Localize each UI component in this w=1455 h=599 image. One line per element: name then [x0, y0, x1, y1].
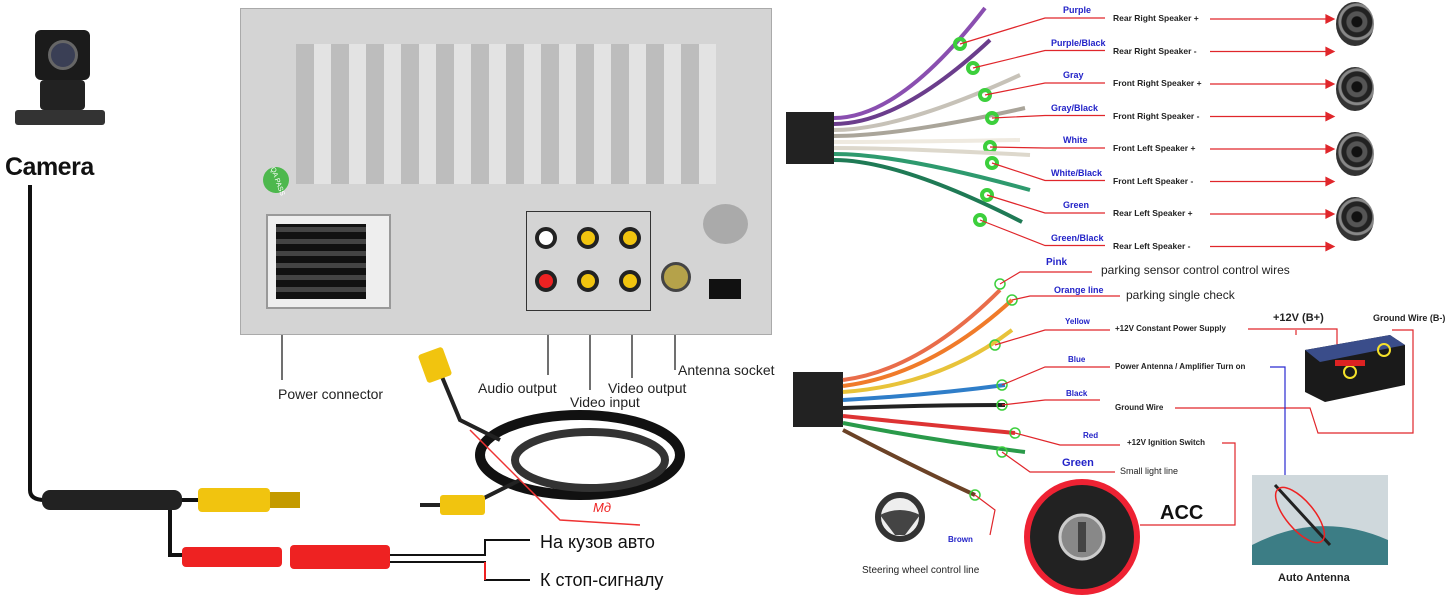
- auto-antenna-label: Auto Antenna: [1278, 572, 1350, 584]
- wire-function-label: Rear Right Speaker -: [1113, 45, 1197, 56]
- wire-function-brown: Steering wheel control line: [862, 565, 980, 576]
- battery-plus-label: +12V (B+): [1273, 312, 1324, 324]
- battery: [1305, 335, 1405, 402]
- wire-color-pink: Pink: [1046, 257, 1068, 268]
- wire-color-red: Red: [1083, 431, 1099, 440]
- arrow-head: [1325, 241, 1336, 252]
- wire-color-label: Green: [1063, 200, 1090, 210]
- rca-panel: [526, 211, 651, 311]
- speaker-harness-plug: [786, 112, 834, 164]
- wire-marker-ring: [953, 37, 967, 51]
- camera-label: Camera: [5, 153, 94, 181]
- red-power-connector-2: [290, 545, 390, 569]
- speaker-icon: [1336, 2, 1374, 46]
- arrow-head: [1325, 209, 1336, 219]
- extension-cable-coil: [475, 410, 685, 500]
- power-harness-plug: [793, 372, 843, 427]
- camera-image: [10, 25, 105, 145]
- callout-line: [989, 146, 1328, 150]
- video-input-label: Video input: [570, 394, 640, 410]
- wire-color-label: Purple: [1063, 5, 1092, 15]
- video-output-label: Video output: [608, 380, 687, 396]
- wire-color-yellow: Yellow: [1065, 317, 1090, 326]
- wire-color-label: Gray/Black: [1051, 102, 1099, 113]
- speaker-icon: [1336, 197, 1374, 241]
- arrow-head: [1325, 144, 1336, 154]
- wire-marker-ring: [985, 156, 999, 170]
- speaker-wire: [833, 73, 1021, 132]
- acc-label: ACC: [1160, 502, 1204, 524]
- wire-color-label: Gray: [1063, 70, 1084, 80]
- callout-line: [986, 194, 1328, 215]
- wire-function-label: Rear Right Speaker +: [1113, 13, 1199, 23]
- battery-minus-label: Ground Wire (B-): [1373, 313, 1446, 323]
- wire-color-label: Purple/Black: [1051, 37, 1106, 48]
- speaker-wire: [833, 6, 987, 120]
- wire-function-label: Front Right Speaker -: [1113, 110, 1200, 121]
- arrow-head: [1325, 79, 1336, 89]
- callout-line: [984, 82, 1328, 96]
- camera-cable: [28, 185, 46, 502]
- ignition-switch-icon: [1024, 479, 1140, 595]
- callout-line: [991, 162, 1328, 183]
- arrow-head: [1325, 176, 1336, 187]
- arrow-head: [1325, 46, 1336, 57]
- callout-line: [972, 49, 1328, 69]
- wire-function-yellow: +12V Constant Power Supply: [1115, 324, 1226, 333]
- qa-pass-sticker: QA PASS: [259, 163, 293, 197]
- antenna-socket: [661, 262, 691, 292]
- speaker-wire: [833, 152, 1031, 192]
- wire-function-label: Front Right Speaker +: [1113, 78, 1202, 88]
- wire-function-label: Rear Left Speaker -: [1113, 240, 1191, 251]
- wire-color-orange: Orange line: [1054, 285, 1104, 295]
- auto-antenna-image: [1252, 475, 1388, 565]
- wire-function-pink: parking sensor control control wires: [1101, 263, 1290, 277]
- brake-light-label: К стоп-сигналу: [540, 570, 664, 590]
- wire-function-label: Front Left Speaker -: [1113, 175, 1194, 186]
- speaker-wire: [833, 158, 1023, 224]
- wire-color-label: White: [1063, 135, 1088, 145]
- power-connector-socket: [266, 214, 391, 309]
- wire-function-orange: parking single check: [1126, 288, 1235, 302]
- wire-color-blue: Blue: [1068, 355, 1086, 364]
- antenna-socket-label: Antenna socket: [678, 362, 775, 378]
- callout-line: [991, 114, 1328, 119]
- speaker-icon: [1336, 132, 1374, 176]
- wire-color-black: Black: [1066, 389, 1088, 398]
- head-unit-back-panel: QA PASS: [240, 8, 772, 335]
- wire-color-label: Green/Black: [1051, 232, 1104, 243]
- callout-line: [959, 17, 1328, 45]
- wire-color-label: White/Black: [1051, 167, 1103, 178]
- camera-plug-body: [42, 490, 182, 510]
- wire-function-red: +12V Ignition Switch: [1127, 438, 1206, 447]
- audio-output-label: Audio output: [478, 380, 557, 396]
- wire-note: Mд: [593, 500, 612, 515]
- wire-marker-ring: [980, 188, 994, 202]
- speaker-icon: [1336, 67, 1374, 111]
- red-power-connector-1: [182, 547, 282, 567]
- arrow-head: [1325, 14, 1336, 24]
- wire-function-green: Small light line: [1120, 466, 1179, 476]
- wire-marker-ring: [973, 213, 987, 227]
- wire-function-label: Rear Left Speaker +: [1113, 208, 1193, 218]
- wire-marker-ring: [978, 88, 992, 102]
- arrow-head: [1325, 111, 1336, 122]
- speaker-wire: [833, 38, 992, 126]
- wire-color-brown: Brown: [948, 535, 973, 544]
- callout-line: [979, 219, 1328, 248]
- wire-function-black: Ground Wire: [1115, 403, 1164, 412]
- steering-wheel-icon: [875, 492, 925, 542]
- wire-color-green: Green: [1062, 457, 1094, 469]
- ground-label: На кузов авто: [540, 532, 655, 552]
- yellow-rca-connector: [198, 488, 270, 512]
- speaker-wire: [833, 146, 1031, 157]
- power-connector-label: Power connector: [278, 386, 384, 402]
- negative-terminal-icon: [1377, 343, 1391, 357]
- wire-function-blue: Power Antenna / Amplifier Turn on: [1115, 362, 1246, 371]
- wire-function-label: Front Left Speaker +: [1113, 143, 1196, 153]
- wire-marker-ring: [966, 61, 980, 75]
